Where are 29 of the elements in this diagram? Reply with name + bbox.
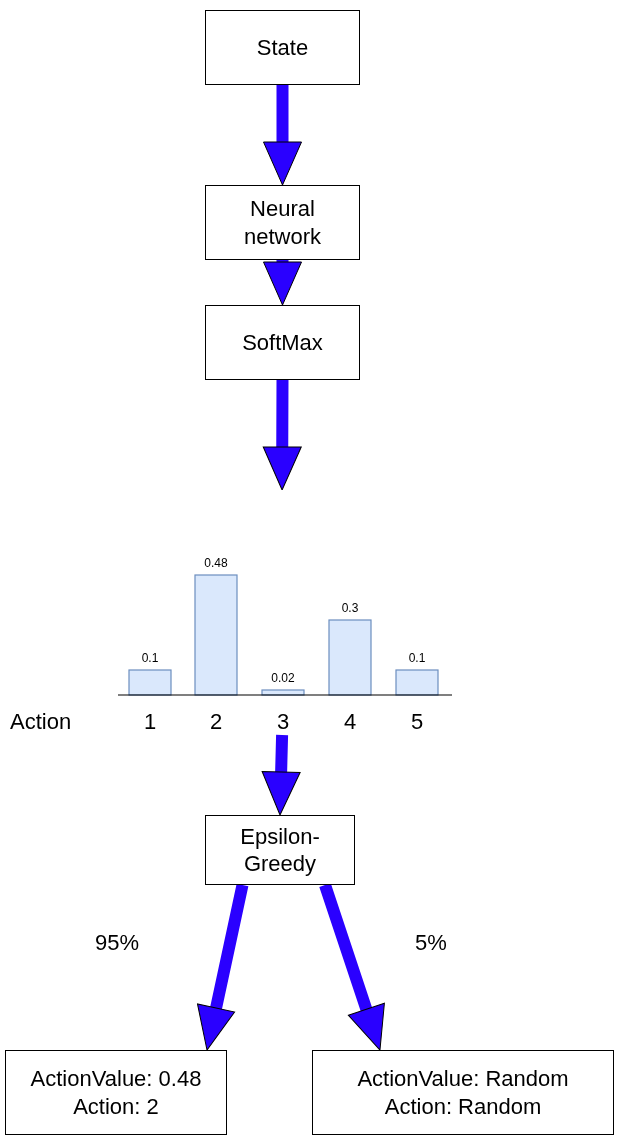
data-label: 0.3 <box>341 601 359 615</box>
data-label: 0.1 <box>141 651 159 665</box>
box-text: Epsilon-Greedy <box>239 822 321 878</box>
arrow <box>263 260 302 306</box>
box-text: State <box>255 33 310 62</box>
box-text: ActionValue: 0.48 Action: 2 <box>29 1065 203 1120</box>
category-label: 2 <box>209 709 223 734</box>
category-label: 4 <box>343 709 357 734</box>
data-label: 0.02 <box>271 671 295 685</box>
box-text: SoftMax <box>241 328 324 357</box>
category-label: 3 <box>276 709 290 734</box>
box-text: Neural network <box>242 195 322 250</box>
arrow <box>262 379 302 491</box>
arrow <box>197 883 249 1052</box>
process-box <box>205 185 360 260</box>
arrow <box>261 734 301 816</box>
data-label: 0.48 <box>204 556 228 570</box>
arrow <box>319 883 386 1052</box>
box-text: ActionValue: Random Action: Random <box>356 1065 570 1120</box>
category-label: 5 <box>410 709 424 734</box>
arrow <box>263 85 302 186</box>
process-box <box>5 1050 227 1135</box>
process-box <box>205 305 360 380</box>
process-box <box>205 10 360 85</box>
axis-label: Action <box>10 709 72 734</box>
process-box <box>205 815 355 885</box>
process-box <box>312 1050 614 1135</box>
category-label: 1 <box>143 709 157 734</box>
data-label: 0.1 <box>408 651 426 665</box>
